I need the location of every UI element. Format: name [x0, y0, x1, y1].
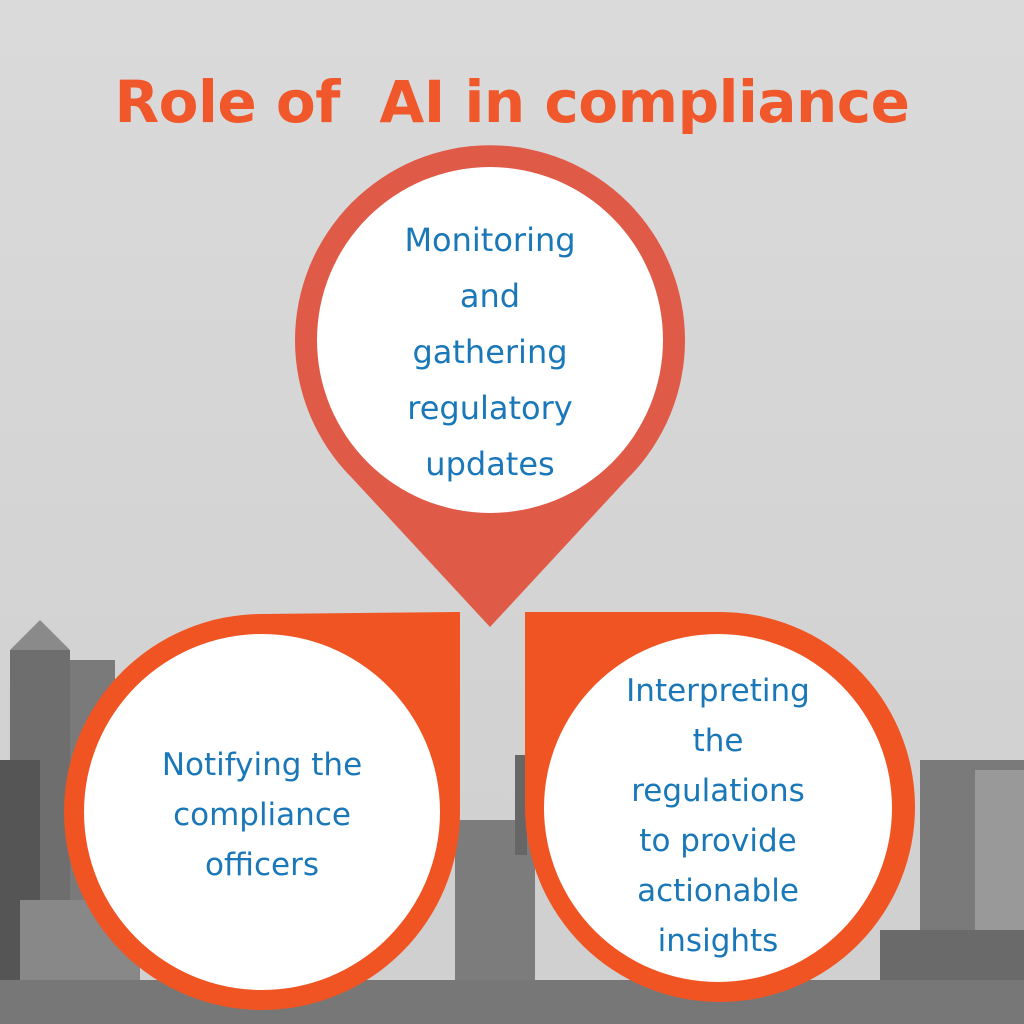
text-line: regulatory — [407, 389, 573, 427]
text-line: gathering — [412, 333, 568, 371]
text-line: compliance — [173, 797, 351, 833]
node-right-label: Interpreting the regulations to provide … — [568, 666, 868, 966]
text-line: actionable — [637, 873, 799, 909]
text-line: Interpreting — [626, 673, 810, 709]
text-line: officers — [205, 847, 319, 883]
text-line: updates — [425, 445, 555, 483]
text-line: insights — [657, 923, 779, 959]
node-left-label: Notifying the compliance officers — [112, 740, 412, 890]
text-line: and — [459, 277, 521, 315]
text-line: regulations — [631, 773, 805, 809]
page-title: Role of AI in compliance — [114, 68, 911, 136]
text-line: Monitoring — [404, 221, 576, 259]
node-top-label: Monitoring and gathering regulatory upda… — [340, 212, 640, 492]
text-line: to provide — [639, 823, 797, 859]
text-line: Notifying the — [161, 747, 363, 783]
text-line: the — [692, 723, 744, 759]
